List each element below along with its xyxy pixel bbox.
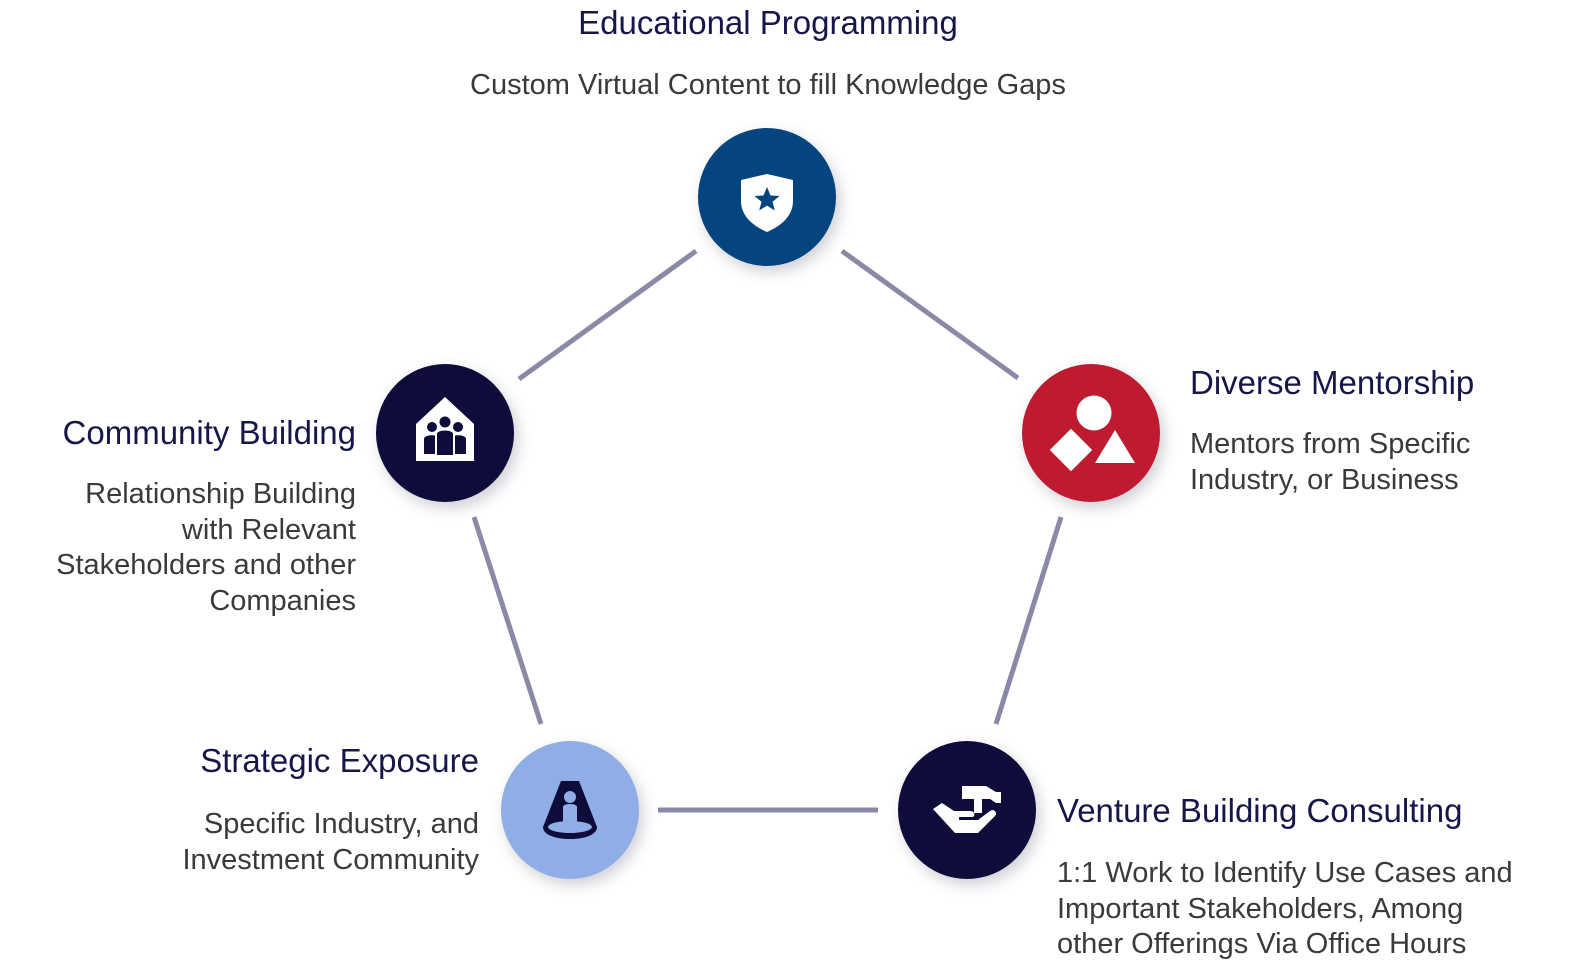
connector-educational-mentorship xyxy=(840,248,1020,381)
diverse-mentorship-title: Diverse Mentorship xyxy=(1190,364,1475,401)
connector-community-educational xyxy=(517,248,698,382)
diverse-mentorship-description: Mentors from Specific Industry, or Busin… xyxy=(1190,428,1471,496)
venture-building-node xyxy=(898,741,1036,879)
shield-star-icon xyxy=(741,174,793,232)
hand-hammer-icon xyxy=(933,786,1001,833)
educational-programming-description: Custom Virtual Content to fill Knowledge… xyxy=(470,69,1066,101)
educational-programming-title: Educational Programming xyxy=(578,4,958,41)
house-people-icon xyxy=(416,397,474,461)
diverse-mentorship-node xyxy=(1022,364,1160,502)
community-building-node xyxy=(376,364,514,502)
strategic-exposure-title: Strategic Exposure xyxy=(200,742,479,779)
connector-mentorship-venture xyxy=(993,516,1064,725)
spotlight-person-icon xyxy=(543,781,597,839)
strategic-exposure-node xyxy=(501,741,639,879)
shapes-icon xyxy=(1049,395,1135,472)
community-building-title: Community Building xyxy=(62,414,356,451)
venture-building-description: 1:1 Work to Identify Use Cases and Impor… xyxy=(1057,857,1513,960)
strategic-exposure-description: Specific Industry, and Investment Commun… xyxy=(182,808,479,876)
connector-exposure-community xyxy=(471,516,544,725)
educational-programming-node xyxy=(698,128,836,266)
venture-building-title: Venture Building Consulting xyxy=(1057,792,1463,829)
community-building-description: Relationship Building with Relevant Stak… xyxy=(56,478,356,617)
